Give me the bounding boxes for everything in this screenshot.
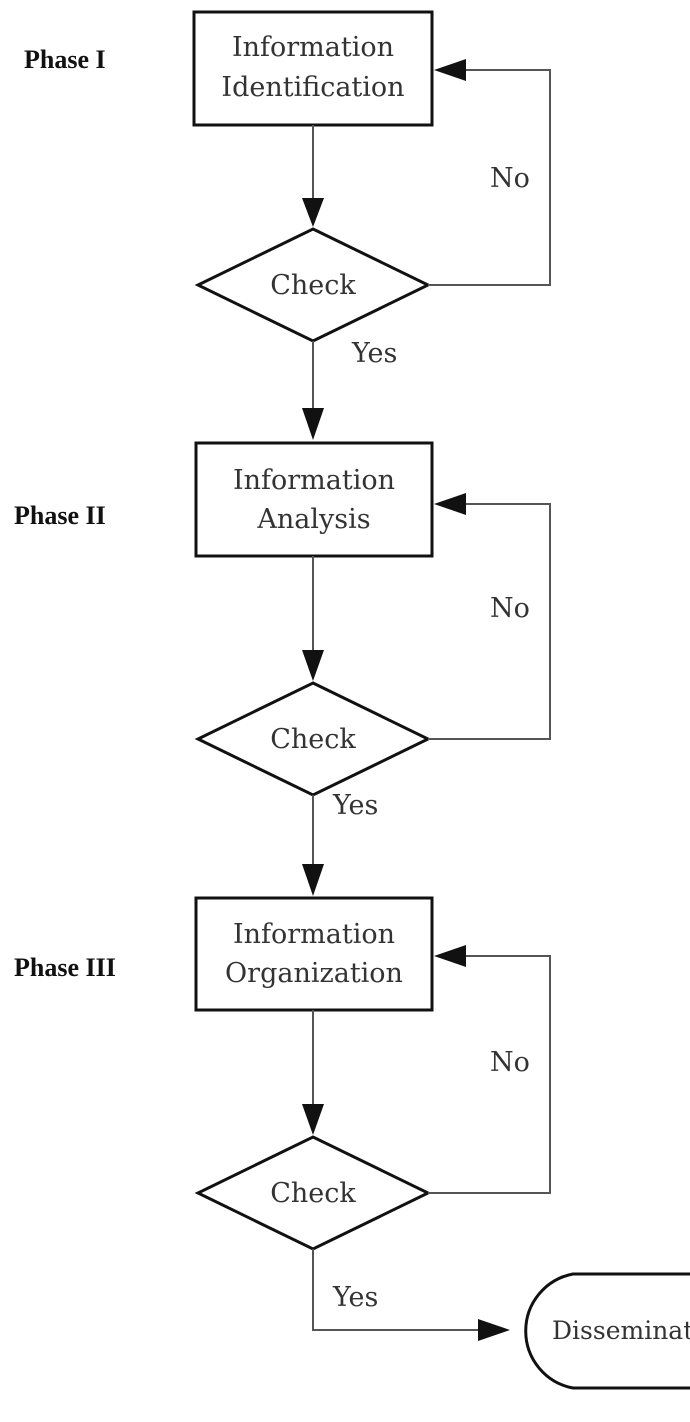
process-box-information-identification <box>192 10 434 127</box>
process-3-line-1: Information <box>233 919 395 950</box>
yes-label-2: Yes <box>332 790 378 821</box>
terminal-label: Disseminat <box>552 1316 690 1345</box>
yes-label-1: Yes <box>351 338 397 369</box>
no-label-1: No <box>490 163 530 194</box>
process-box-information-organization <box>194 896 434 1012</box>
decision-2-label: Check <box>270 724 356 755</box>
process-1-line-2: Identification <box>221 72 404 103</box>
arrowhead-no-2 <box>434 493 466 515</box>
process-box-information-analysis <box>194 441 434 558</box>
process-2-line-2: Analysis <box>256 504 370 535</box>
decision-1-label: Check <box>270 270 356 301</box>
arrowhead-2-yes <box>302 864 324 896</box>
no-loop-3 <box>428 955 551 1194</box>
connector-3-yes <box>312 1249 480 1331</box>
process-1-line-1: Information <box>232 32 394 63</box>
arrowhead-3-down <box>302 1104 324 1135</box>
no-loop-2 <box>428 503 551 740</box>
arrowhead-1-yes <box>302 408 324 440</box>
phase-1-label: Phase I <box>24 45 106 74</box>
no-loop-1 <box>428 69 551 286</box>
decision-3-label: Check <box>270 1178 356 1209</box>
arrowhead-3-yes <box>478 1319 510 1341</box>
process-3-line-2: Organization <box>225 958 403 989</box>
yes-label-3: Yes <box>332 1282 378 1313</box>
arrowhead-1-down <box>302 198 324 227</box>
arrowhead-2-down <box>302 650 324 681</box>
arrowhead-no-1 <box>434 59 466 81</box>
no-label-2: No <box>490 593 530 624</box>
process-2-line-1: Information <box>233 465 395 496</box>
no-label-3: No <box>490 1047 530 1078</box>
phase-3-label: Phase III <box>14 953 116 982</box>
terminal-disseminate <box>524 1272 690 1390</box>
phase-2-label: Phase II <box>14 501 106 530</box>
arrowhead-no-3 <box>434 945 466 967</box>
